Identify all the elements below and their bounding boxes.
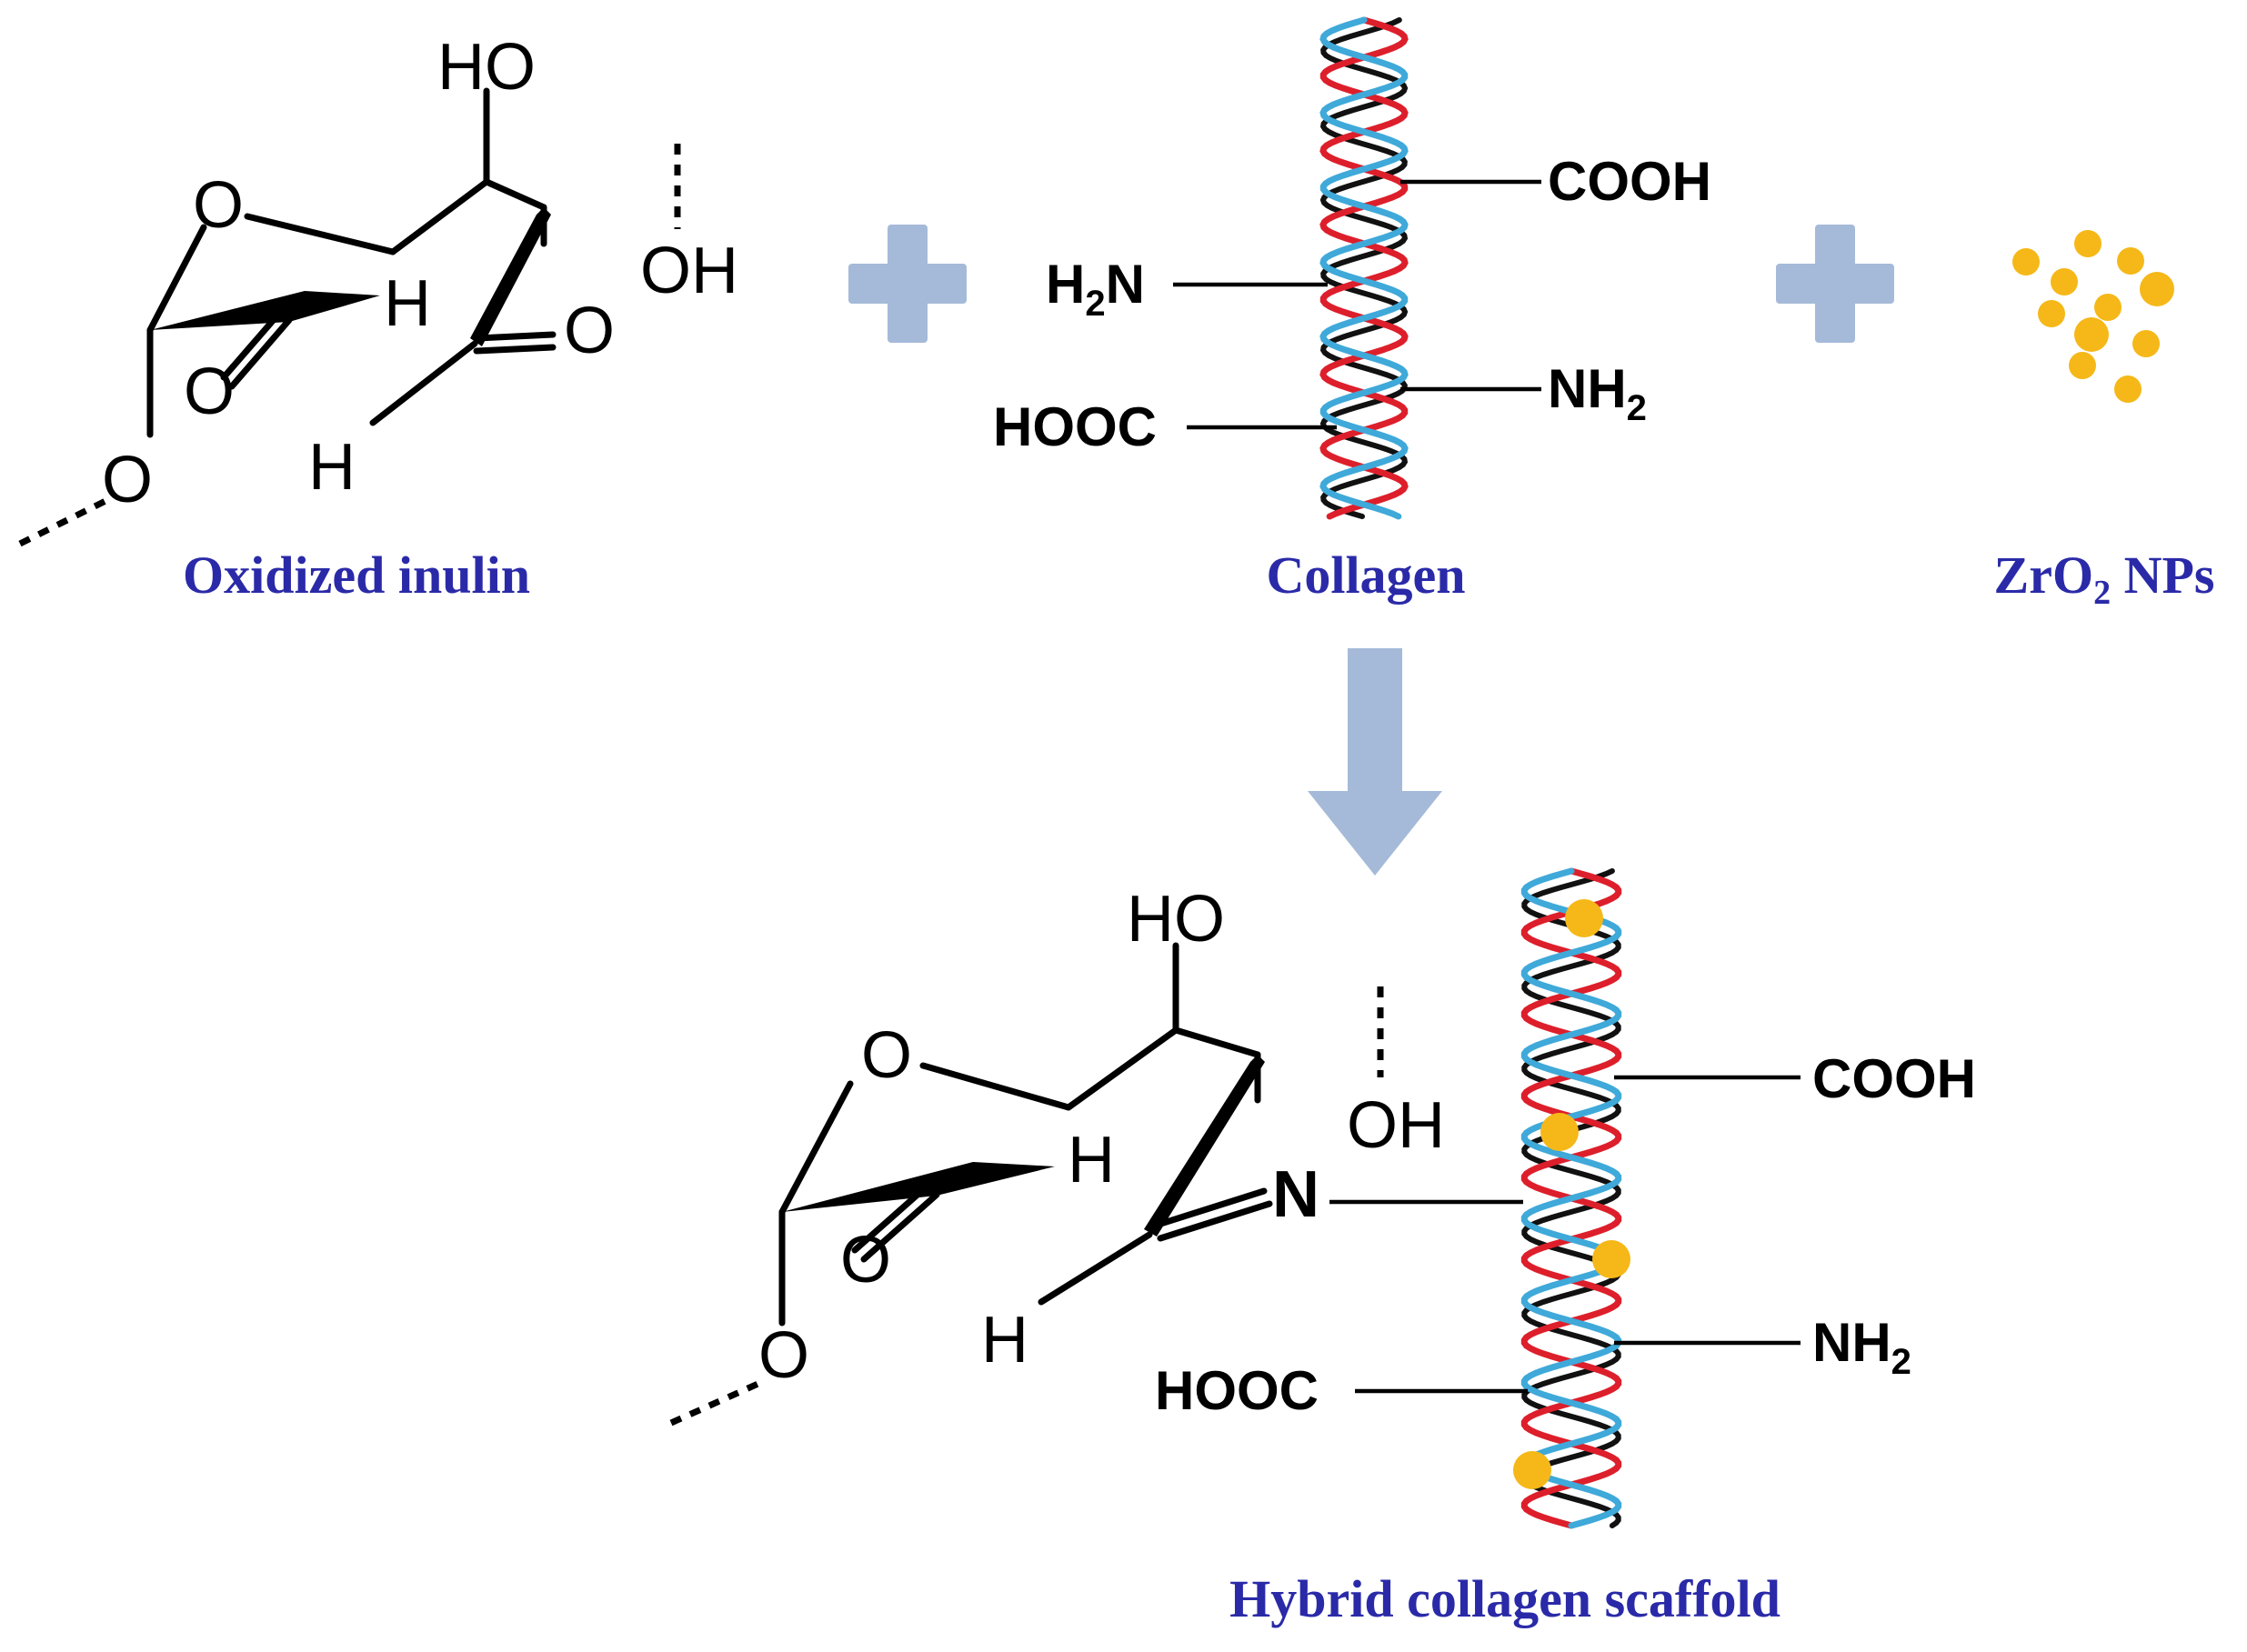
product-inulin-structure: O HO OH H O N H O [669,883,1445,1427]
amine-group-right: NH2 [1812,1312,1911,1382]
oxidized-inulin-structure: O HO OH H O O H O [18,31,738,547]
carboxyl-group-right: COOH [1812,1048,1976,1109]
hydrogen-atom-lower: H [308,431,356,504]
hydrogen-atom-lower: H [981,1304,1028,1377]
hybrid-scaffold-caption: Hybrid collagen scaffold [1229,1569,1781,1628]
nanoparticle-icon [2012,230,2174,403]
ketone-oxygen-atom: O [564,295,615,367]
hydrogen-atom-upper: H [384,267,431,340]
hydrogen-atom-upper: H [1068,1124,1115,1196]
hydroxymethyl-label: HO [1127,883,1225,956]
collagen-helix [1173,16,1541,520]
helix-strand [1319,16,1409,520]
aldehyde-oxygen-atom: O [184,355,235,428]
hydroxymethyl-label: HO [437,31,536,104]
ring-oxygen-atom: O [861,1019,912,1092]
helix-strand [1520,867,1622,1529]
zro2-nps-caption: ZrO2 NPs [1994,546,2215,612]
glycosidic-oxygen-atom: O [758,1319,809,1392]
carboxyl-group-left: HOOC [1155,1360,1319,1421]
carboxyl-group-left: HOOC [993,396,1157,457]
plus-icon [848,225,967,343]
amine-group-right: NH2 [1548,358,1647,428]
hydroxyl-label: OH [640,235,738,307]
hydroxyl-label: OH [1347,1089,1445,1162]
ring-oxygen-atom: O [193,169,244,242]
down-arrow-icon [1308,648,1442,876]
carboxyl-group-right: COOH [1548,151,1711,212]
collagen-caption: Collagen [1266,546,1465,605]
helix-strand [1319,16,1409,520]
aldehyde-oxygen-atom: O [840,1224,891,1297]
glycosidic-oxygen-atom: O [102,444,153,516]
product-collagen-helix [1329,867,1801,1529]
plus-icon [1776,225,1894,343]
amine-group-left: H2N [1046,254,1145,324]
oxidized-inulin-caption: Oxidized inulin [183,546,530,605]
imine-nitrogen-atom: N [1272,1158,1319,1231]
